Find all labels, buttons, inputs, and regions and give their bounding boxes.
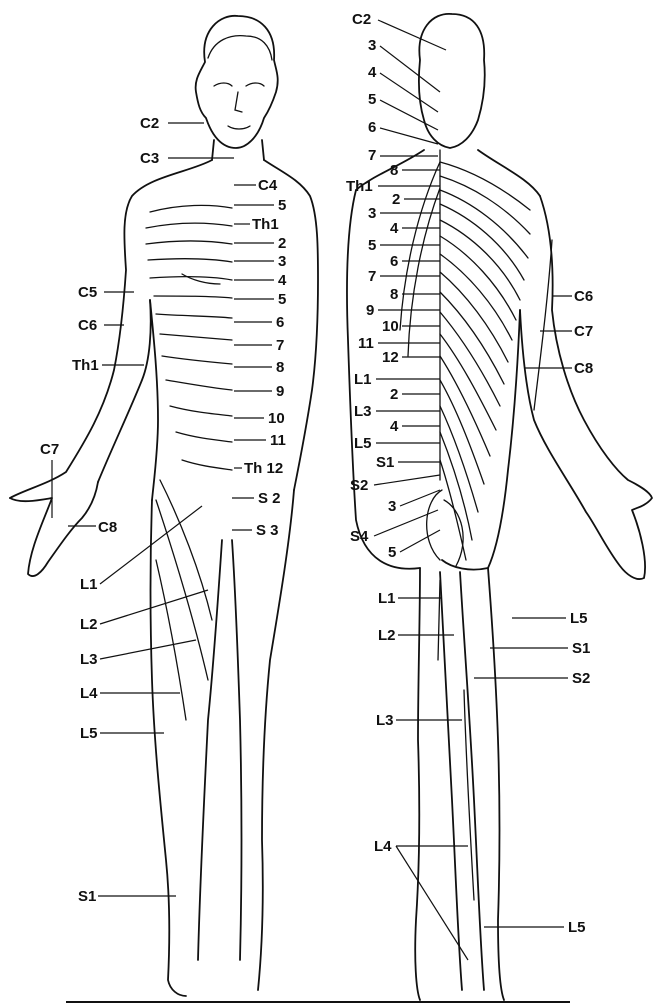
back-label-t2: 2 — [392, 191, 400, 208]
front-label-3: 3 — [278, 253, 286, 270]
front-label-2: 2 — [278, 235, 286, 252]
front-nose — [235, 92, 242, 112]
back-label-t12: 12 — [382, 349, 399, 366]
front-eye-left — [214, 83, 232, 86]
back-label-t5: 5 — [368, 237, 376, 254]
front-label-c3: C3 — [140, 150, 159, 167]
front-label-l3: L3 — [80, 651, 98, 668]
front-hair — [208, 36, 272, 60]
back-label-l5: L5 — [354, 435, 372, 452]
front-label-8: 8 — [276, 359, 284, 376]
front-label-10: 10 — [268, 410, 285, 427]
front-label-l4: L4 — [80, 685, 98, 702]
front-mouth — [228, 126, 250, 129]
back-label-leg-l5-bottom: L5 — [568, 919, 586, 936]
back-label-8: 8 — [390, 162, 398, 179]
back-label-l1: L1 — [354, 371, 372, 388]
back-head-outline — [419, 14, 485, 148]
front-label-s2: S 2 — [258, 490, 281, 507]
front-left-inner-arm — [98, 300, 151, 482]
front-label-c4: C4 — [258, 177, 278, 194]
back-label-t8: 8 — [390, 286, 398, 303]
front-label-c8: C8 — [98, 519, 117, 536]
back-label-l2: 2 — [390, 386, 398, 403]
front-inner-legs — [198, 540, 242, 960]
front-left-hand — [10, 482, 98, 576]
front-label-6: 6 — [276, 314, 284, 331]
back-label-s3: 3 — [388, 498, 396, 515]
front-label-c5: C5 — [78, 284, 97, 301]
front-label-th12: Th 12 — [244, 460, 283, 477]
back-label-5: 5 — [368, 91, 376, 108]
back-label-leg-l4: L4 — [374, 838, 392, 855]
front-label-th1: Th1 — [252, 216, 279, 233]
back-label-t4: 4 — [390, 220, 399, 237]
front-label-11: 11 — [270, 432, 286, 449]
front-left-leg — [151, 500, 187, 996]
back-label-l3: L3 — [354, 403, 372, 420]
back-label-leg-s1: S1 — [572, 640, 590, 657]
back-label-c7: C7 — [574, 323, 593, 340]
back-label-c2: C2 — [352, 11, 371, 28]
front-label-c7: C7 — [40, 441, 59, 458]
back-label-s2: S2 — [350, 477, 368, 494]
front-label-s1: S1 — [78, 888, 96, 905]
back-label-s1: S1 — [376, 454, 394, 471]
front-label-7: 7 — [276, 337, 284, 354]
back-label-th1: Th1 — [346, 178, 373, 195]
back-label-leg-l5-top: L5 — [570, 610, 588, 627]
back-label-leg-l1: L1 — [378, 590, 396, 607]
back-label-4: 4 — [368, 64, 377, 81]
back-label-t9: 9 — [366, 302, 374, 319]
back-label-s4: S4 — [350, 528, 369, 545]
back-label-3: 3 — [368, 37, 376, 54]
front-right-leg-outer — [258, 490, 294, 990]
front-label-l2: L2 — [80, 616, 98, 633]
back-label-t7: 7 — [368, 268, 376, 285]
back-right-arm — [520, 196, 652, 579]
back-buttock-curves — [427, 490, 463, 566]
back-label-s5: 5 — [388, 544, 396, 561]
front-label-c6: C6 — [78, 317, 97, 334]
front-label-l5: L5 — [80, 725, 98, 742]
back-label-c8: C8 — [574, 360, 593, 377]
front-label-5a: 5 — [278, 197, 286, 214]
back-label-t6: 6 — [390, 253, 398, 270]
back-label-6: 6 — [368, 119, 376, 136]
front-label-s3: S 3 — [256, 522, 279, 539]
back-label-l4: 4 — [390, 418, 399, 435]
front-label-l1: L1 — [80, 576, 98, 593]
front-eye-right — [246, 83, 264, 86]
front-label-9: 9 — [276, 383, 284, 400]
front-label-4: 4 — [278, 272, 287, 289]
back-label-leg-l2: L2 — [378, 627, 396, 644]
back-label-c6: C6 — [574, 288, 593, 305]
back-dermatome-stripes — [400, 162, 552, 900]
back-label-t3: 3 — [368, 205, 376, 222]
front-dermatome-stripes — [146, 205, 232, 720]
front-label-th1-arm: Th1 — [72, 357, 99, 374]
back-label-leg-s2: S2 — [572, 670, 590, 687]
back-label-t11: 11 — [358, 335, 374, 352]
back-legs — [415, 568, 504, 1000]
front-label-c2: C2 — [140, 115, 159, 132]
front-label-5b: 5 — [278, 291, 286, 308]
back-label-leg-l3: L3 — [376, 712, 394, 729]
back-neck-and-shoulders — [356, 150, 540, 196]
back-label-t10: 10 — [382, 318, 399, 335]
back-label-7: 7 — [368, 147, 376, 164]
front-labels: C2 C3 C4 5 Th1 2 3 4 5 6 7 8 9 10 11 Th … — [40, 115, 287, 905]
front-neck — [212, 140, 264, 160]
